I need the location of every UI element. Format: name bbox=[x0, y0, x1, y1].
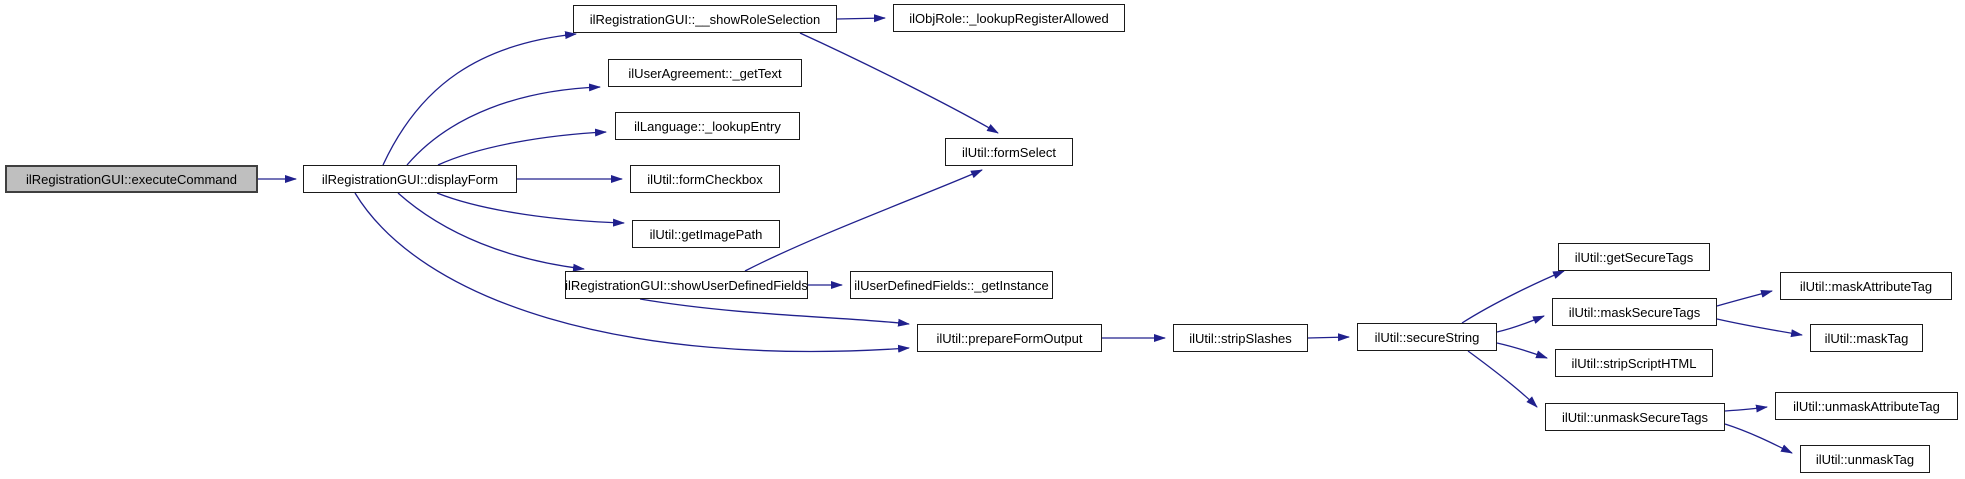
node-prepare-form-output[interactable]: ilUtil::prepareFormOutput bbox=[917, 324, 1102, 352]
node-unmask-secure-tags[interactable]: ilUtil::unmaskSecureTags bbox=[1545, 403, 1725, 431]
node-display-form[interactable]: ilRegistrationGUI::displayForm bbox=[303, 165, 517, 193]
node-mask-tag[interactable]: ilUtil::maskTag bbox=[1810, 324, 1923, 352]
edge-show-role-selection-to-lookup-register-allowed bbox=[836, 14, 886, 23]
edge-display-form-to-show-user-defined-fields bbox=[397, 192, 585, 272]
node-execute-command: ilRegistrationGUI::executeCommand bbox=[5, 165, 258, 193]
node-strip-script-html[interactable]: ilUtil::stripScriptHTML bbox=[1555, 349, 1713, 377]
node-lookup-entry[interactable]: ilLanguage::_lookupEntry bbox=[615, 112, 800, 140]
node-form-checkbox[interactable]: ilUtil::formCheckbox bbox=[630, 165, 780, 193]
edge-mask-secure-tags-to-mask-attribute-tag bbox=[1716, 289, 1773, 307]
node-get-secure-tags[interactable]: ilUtil::getSecureTags bbox=[1558, 243, 1710, 271]
edge-show-user-defined-fields-to-prepare-form-output bbox=[639, 298, 910, 327]
edge-display-form-to-prepare-form-output bbox=[354, 192, 910, 353]
edge-show-user-defined-fields-to-form-select bbox=[744, 169, 983, 272]
edge-mask-secure-tags-to-mask-tag bbox=[1716, 318, 1803, 338]
edge-display-form-to-get-text bbox=[406, 83, 601, 166]
edge-secure-string-to-mask-secure-tags bbox=[1496, 315, 1545, 333]
edge-secure-string-to-get-secure-tags bbox=[1461, 270, 1565, 324]
edge-unmask-secure-tags-to-unmask-tag bbox=[1724, 423, 1793, 454]
edge-show-role-selection-to-form-select bbox=[799, 32, 999, 134]
node-form-select[interactable]: ilUtil::formSelect bbox=[945, 138, 1073, 166]
edge-display-form-to-get-image-path bbox=[436, 192, 625, 227]
node-lookup-register-allowed[interactable]: ilObjRole::_lookupRegisterAllowed bbox=[893, 4, 1125, 32]
node-get-image-path[interactable]: ilUtil::getImagePath bbox=[632, 220, 780, 248]
node-secure-string[interactable]: ilUtil::secureString bbox=[1357, 323, 1497, 351]
node-mask-attribute-tag[interactable]: ilUtil::maskAttributeTag bbox=[1780, 272, 1952, 300]
node-get-instance[interactable]: ilUserDefinedFields::_getInstance bbox=[850, 271, 1053, 299]
node-mask-secure-tags[interactable]: ilUtil::maskSecureTags bbox=[1552, 298, 1717, 326]
edge-display-form-to-lookup-entry bbox=[437, 128, 607, 166]
edge-display-form-to-show-role-selection bbox=[382, 31, 577, 166]
edge-unmask-secure-tags-to-unmask-attribute-tag bbox=[1724, 404, 1768, 413]
edge-strip-slashes-to-secure-string bbox=[1307, 333, 1350, 342]
node-get-text[interactable]: ilUserAgreement::_getText bbox=[608, 59, 802, 87]
node-strip-slashes[interactable]: ilUtil::stripSlashes bbox=[1173, 324, 1308, 352]
edge-secure-string-to-unmask-secure-tags bbox=[1467, 350, 1538, 408]
node-unmask-attribute-tag[interactable]: ilUtil::unmaskAttributeTag bbox=[1775, 392, 1958, 420]
node-show-role-selection[interactable]: ilRegistrationGUI::__showRoleSelection bbox=[573, 5, 837, 33]
node-unmask-tag[interactable]: ilUtil::unmaskTag bbox=[1800, 445, 1930, 473]
edge-secure-string-to-strip-script-html bbox=[1496, 342, 1548, 359]
node-show-user-defined-fields[interactable]: ilRegistrationGUI::showUserDefinedFields bbox=[565, 271, 808, 299]
